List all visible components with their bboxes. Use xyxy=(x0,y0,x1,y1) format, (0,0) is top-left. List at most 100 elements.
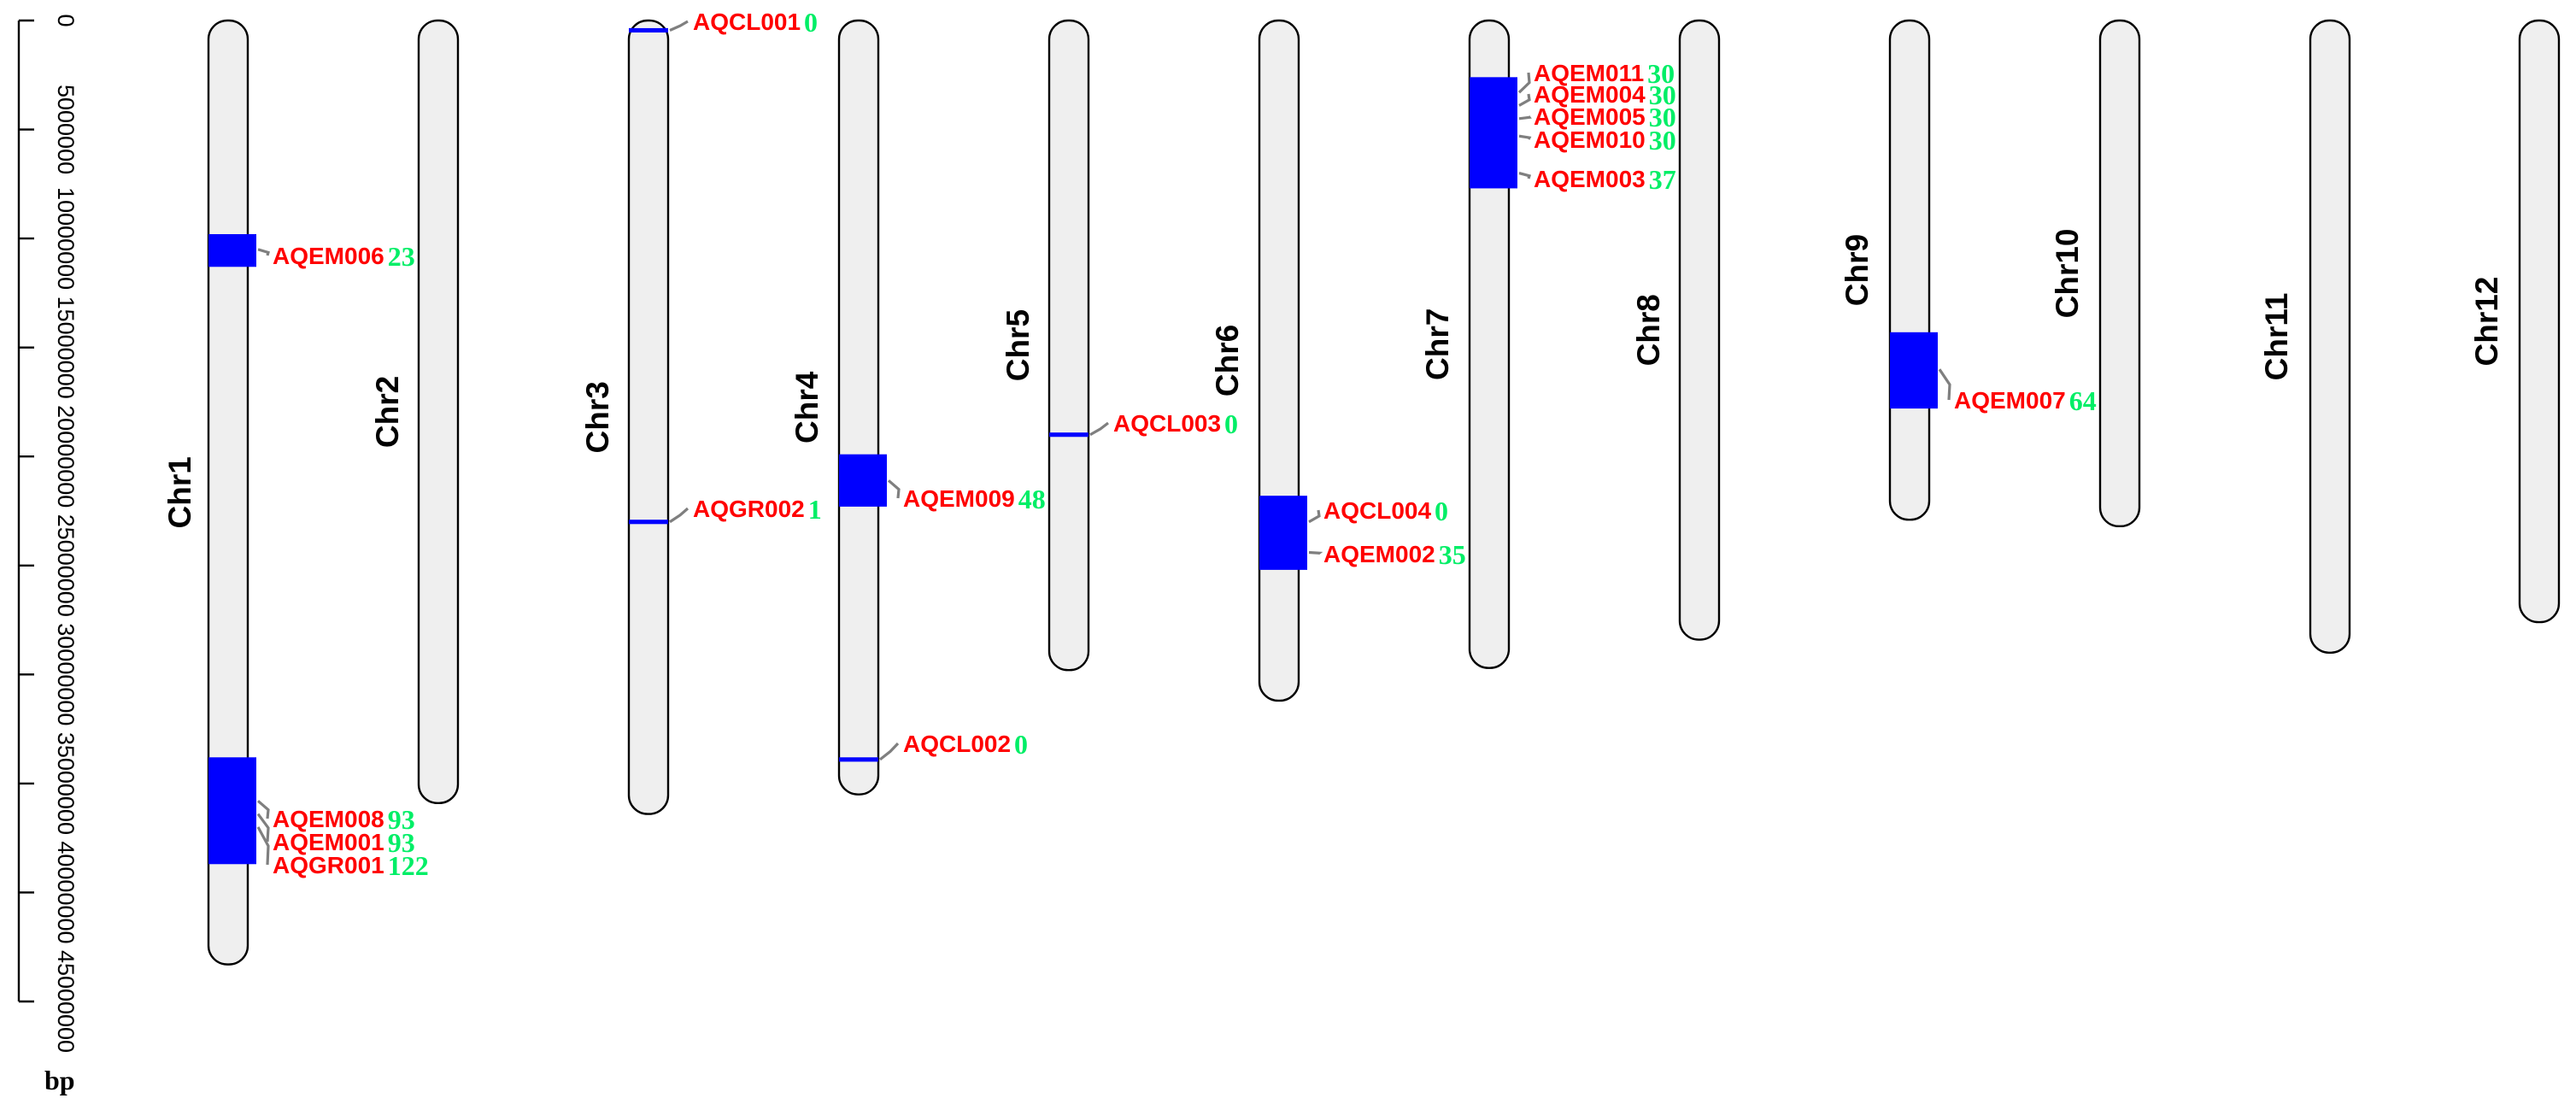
chromosome-bar xyxy=(627,19,670,815)
chromosome-bar xyxy=(837,19,880,796)
gene-value: 93 xyxy=(388,827,415,858)
gene-name: AQGR002 xyxy=(693,496,805,522)
gene-name: AQEM007 xyxy=(1954,387,2066,414)
gene-value: 0 xyxy=(1014,729,1028,760)
gene-connector xyxy=(1518,172,1532,179)
gene-value: 37 xyxy=(1649,164,1676,195)
chromosome-label: Chr10 xyxy=(2050,228,2085,318)
gene-value: 0 xyxy=(1435,496,1448,526)
qtl-region xyxy=(839,757,878,762)
chromosome-label: Chr6 xyxy=(1210,325,1245,396)
gene-connector xyxy=(1518,93,1531,107)
chromosome-chr5: Chr5 xyxy=(1000,19,1090,672)
axis-tick-label: 40000000 xyxy=(53,841,79,943)
gene-connector xyxy=(256,813,270,843)
qtl-region xyxy=(629,27,668,33)
gene-name: AQEM009 xyxy=(903,485,1015,512)
chromosome-bar xyxy=(1047,19,1090,672)
gene-connector xyxy=(1308,509,1321,524)
chromosome-label: Chr9 xyxy=(1840,234,1875,306)
gene-value: 30 xyxy=(1647,58,1675,89)
chromosome-chr12: Chr12 xyxy=(2469,19,2561,624)
chromosome-label: Chr3 xyxy=(580,381,615,453)
axis-tick-label: 10000000 xyxy=(53,187,79,290)
gene-value: 23 xyxy=(388,241,415,272)
chromosome-chr11: Chr11 xyxy=(2259,19,2351,655)
chromosome-bar xyxy=(1678,19,1721,641)
chromosome-label: Chr7 xyxy=(1420,308,1455,380)
gene-value: 48 xyxy=(1018,484,1046,514)
gene-name: AQEM010 xyxy=(1534,126,1646,153)
gene-connector xyxy=(256,800,270,819)
gene-name: AQEM003 xyxy=(1534,166,1646,192)
axis-tick-label: 30000000 xyxy=(53,623,79,725)
gene-name: AQCL002 xyxy=(903,731,1011,757)
gene-value: 30 xyxy=(1649,102,1676,132)
chromosome-label: Chr1 xyxy=(162,456,197,528)
gene-name: AQCL003 xyxy=(1113,410,1221,437)
chromosome-chr2: Chr2 xyxy=(370,19,460,805)
gene-name: AQEM005 xyxy=(1534,103,1646,130)
chromosome-label: Chr5 xyxy=(1000,309,1036,381)
chromosome-bar xyxy=(1258,19,1300,702)
gene-value: 0 xyxy=(804,7,818,38)
axis-tick-label: 45000000 xyxy=(53,950,79,1053)
chromosome-label: Chr2 xyxy=(370,376,405,448)
gene-connector xyxy=(1518,134,1532,140)
qtl-region xyxy=(1890,332,1938,409)
gene-connector xyxy=(256,826,270,866)
chromosome-chr9: Chr9 xyxy=(1840,19,1931,521)
gene-connector xyxy=(1089,421,1109,437)
chromosome-bar xyxy=(417,19,460,805)
gene-value: 93 xyxy=(388,804,415,835)
gene-name: AQEM002 xyxy=(1323,541,1435,567)
chromosome-bar xyxy=(2309,19,2351,655)
chromosome-label: Chr12 xyxy=(2469,277,2504,367)
axis-tick-label: 0 xyxy=(53,14,79,26)
gene-connector xyxy=(669,507,689,524)
chromosome-bar xyxy=(1888,19,1931,521)
gene-name: AQEM011 xyxy=(1534,60,1644,86)
chromosome-label: Chr11 xyxy=(2259,292,2294,380)
gene-connector xyxy=(669,20,689,32)
chromosome-chr6: Chr6 xyxy=(1210,19,1300,702)
gene-value: 35 xyxy=(1439,539,1466,570)
gene-name: AQEM001 xyxy=(273,829,384,855)
gene-connector xyxy=(1518,115,1532,120)
qtl-region xyxy=(208,757,256,865)
gene-connector xyxy=(1517,72,1531,94)
chromosome-label: Chr8 xyxy=(1631,294,1666,366)
y-axis: 0500000010000000150000002000000025000000… xyxy=(17,14,79,1053)
qtl-region xyxy=(629,520,668,525)
gene-name: AQEM004 xyxy=(1534,81,1646,108)
axis-tick-label: 5000000 xyxy=(53,85,79,174)
gene-name: AQCL004 xyxy=(1323,497,1431,524)
gene-connector xyxy=(879,742,900,761)
qtl-region xyxy=(839,454,887,507)
qtl-region xyxy=(1470,77,1517,189)
gene-value: 122 xyxy=(388,850,429,881)
gene-name: AQCL001 xyxy=(693,9,801,35)
gene-connector xyxy=(1308,550,1323,555)
axis-unit-label: bp xyxy=(44,1065,75,1095)
axis-tick-label: 35000000 xyxy=(53,732,79,835)
chromosome-label: Chr4 xyxy=(789,371,824,443)
